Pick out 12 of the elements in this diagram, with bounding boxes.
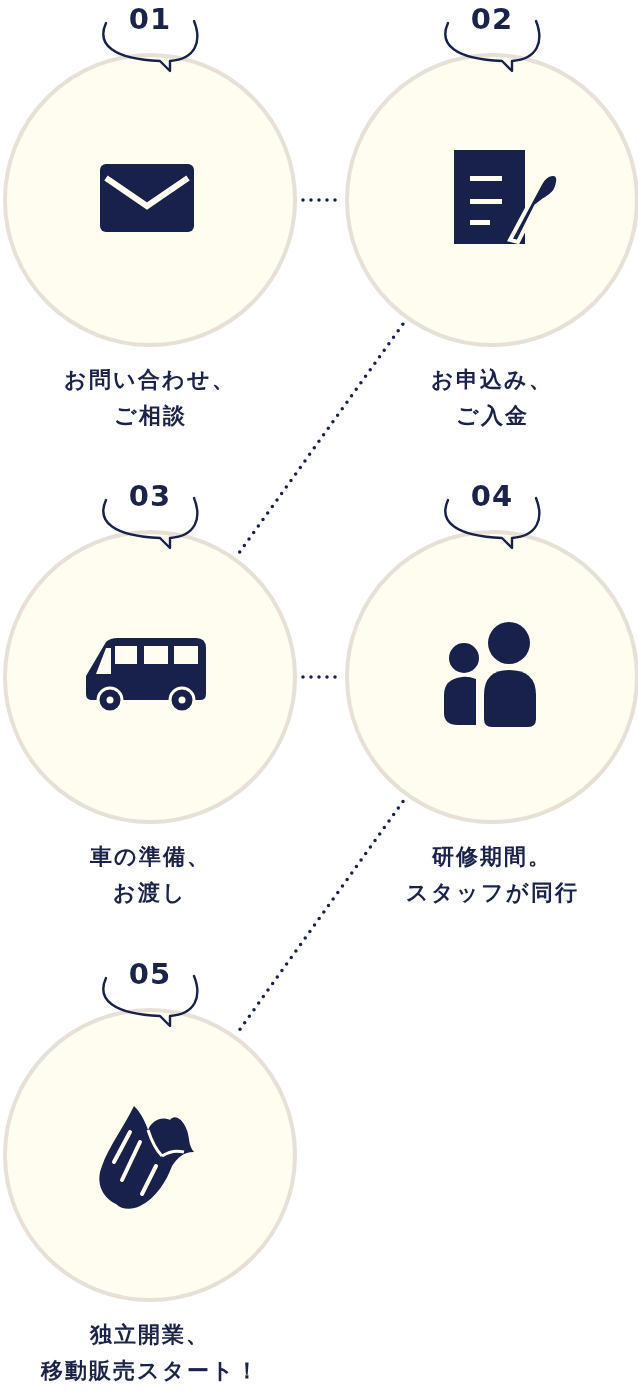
step-caption: お問い合わせ、ご相談	[63, 366, 237, 430]
step-number: 01	[127, 2, 173, 36]
step-number: 04	[469, 479, 515, 513]
step-caption: 独立開業、移動販売スタート！	[39, 1321, 261, 1385]
step-number: 03	[127, 479, 173, 513]
step-caption: 研修期間。スタッフが同行	[404, 843, 580, 907]
step-caption: 車の準備、お渡し	[88, 843, 212, 907]
step-number: 02	[469, 2, 515, 36]
step-number: 05	[127, 957, 173, 991]
dotted-connector	[237, 322, 405, 555]
step-caption: お申込み、ご入金	[430, 366, 554, 430]
dotted-connector	[237, 799, 405, 1033]
